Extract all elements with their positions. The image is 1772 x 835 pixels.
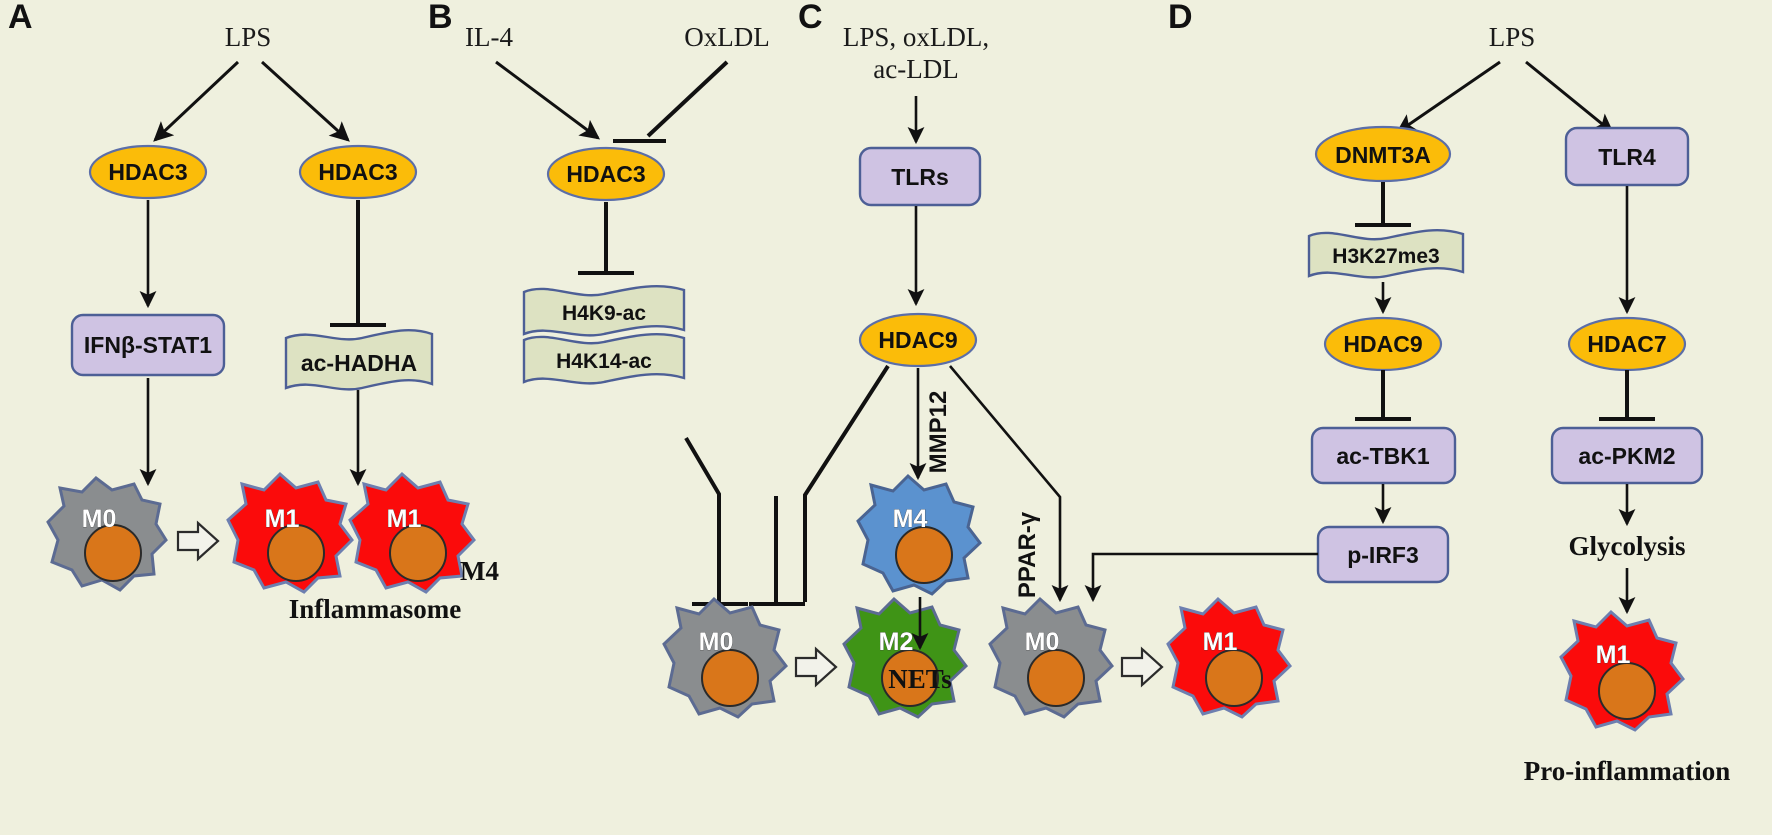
node-d-ac-tbk1-label: ac-TBK1 — [1336, 443, 1430, 469]
label-c-nets: NETs — [888, 664, 952, 694]
cell-c-m0: M0 — [988, 596, 1115, 719]
cell-a-m1-left: M1 — [226, 471, 354, 594]
node-d-ac-tbk1[interactable] — [1310, 426, 1457, 485]
cell-a-m1-right: M1 — [348, 471, 476, 594]
cell-b-m2-label: M2 — [879, 628, 914, 656]
node-a-hdac3-right[interactable] — [298, 144, 418, 200]
panel-letter-c: C — [798, 0, 823, 36]
label-b-oxldl: OxLDL — [684, 22, 769, 52]
node-c-tlrs-label: TLRs — [891, 164, 949, 190]
label-d-pro-inflammation: Pro-inflammation — [1524, 756, 1730, 786]
label-b-m4: M4 — [460, 556, 499, 586]
node-d-dnmt3a[interactable] — [1314, 125, 1452, 183]
node-a-ac-hadha[interactable] — [284, 328, 434, 391]
cell-d-m1: M1 — [1559, 609, 1686, 732]
node-d-hdac9-label: HDAC9 — [1343, 331, 1422, 357]
node-a-ifnb-stat1[interactable] — [70, 313, 226, 377]
edge-b-oxldl-to-hdac3 — [646, 60, 729, 138]
cell-c-m4: M4 — [856, 473, 983, 596]
edge-a-lps-to-hdac3-right — [260, 60, 350, 142]
label-a-lps: LPS — [225, 22, 272, 52]
edge-b-il4-to-hdac3 — [495, 60, 601, 140]
label-c-mmp12: MMP12 — [925, 391, 952, 474]
node-a-hdac3-left[interactable] — [88, 144, 208, 200]
panel-letter-a: A — [8, 0, 33, 36]
edge-c-hdac9-to-m2 — [803, 364, 890, 602]
node-d-ac-pkm2[interactable] — [1550, 426, 1704, 485]
cell-a-m0-label: M0 — [82, 505, 117, 533]
cell-c-m4-label: M4 — [893, 505, 928, 533]
node-b-h4k9-ac[interactable] — [522, 285, 686, 337]
node-a-ifnb-stat1-label: IFNβ-STAT1 — [84, 332, 212, 358]
node-b-h4k9-ac-label: H4K9-ac — [562, 302, 646, 325]
node-a-ac-hadha-label: ac-HADHA — [301, 350, 417, 376]
transition-arrow-c — [1120, 646, 1164, 688]
node-d-dnmt3a-label: DNMT3A — [1335, 142, 1431, 168]
edge-d-pirf3-to-m1 — [1084, 552, 1318, 603]
edge-d-lps-to-tlr4 — [1525, 60, 1614, 134]
label-b-il4: IL-4 — [465, 22, 513, 52]
label-d-glycolysis: Glycolysis — [1568, 531, 1685, 561]
edge-a-lps-to-hdac3-left — [153, 60, 240, 142]
node-c-hdac9-label: HDAC9 — [878, 327, 957, 353]
label-c-ppar-gamma: PPAR-γ — [1014, 511, 1041, 598]
node-d-h3k27me3[interactable] — [1307, 228, 1465, 279]
node-d-tlr4[interactable] — [1564, 126, 1690, 187]
cell-b-m2: M2 — [842, 596, 969, 719]
transition-arrow-a — [176, 520, 220, 562]
node-c-hdac9[interactable] — [858, 312, 978, 368]
node-b-hdac3-label: HDAC3 — [566, 161, 645, 187]
cell-b-m0-label: M0 — [699, 628, 734, 656]
edge-b-histone-to-m0 — [684, 436, 721, 602]
node-b-h4k14-ac-label: H4K14-ac — [556, 350, 652, 373]
cell-c-m1: M1 — [1166, 596, 1293, 719]
node-b-h4k14-ac[interactable] — [522, 333, 686, 385]
transition-arrow-b — [794, 646, 838, 688]
label-a-inflammasome: Inflammasome — [289, 594, 461, 624]
panel-letter-b: B — [428, 0, 453, 36]
label-c-stim-2: ac-LDL — [873, 54, 958, 84]
cell-c-m0-label: M0 — [1025, 628, 1060, 656]
node-d-h3k27me3-label: H3K27me3 — [1332, 245, 1439, 268]
cell-a-m1-right-label: M1 — [387, 505, 422, 533]
label-c-stim-1: LPS, oxLDL, — [843, 22, 989, 52]
cell-c-m1-label: M1 — [1203, 628, 1238, 656]
node-c-tlrs[interactable] — [858, 146, 982, 207]
node-d-tlr4-label: TLR4 — [1598, 144, 1656, 170]
label-d-lps: LPS — [1489, 22, 1536, 52]
node-a-hdac3-right-label: HDAC3 — [318, 159, 397, 185]
cell-a-m0: M0 — [46, 476, 168, 592]
edge-d-lps-to-dnmt3a — [1395, 60, 1501, 134]
node-d-hdac7-label: HDAC7 — [1587, 331, 1666, 357]
node-b-hdac3[interactable] — [546, 146, 666, 202]
edge-c-hdac9-ppar-to-m1 — [949, 365, 1069, 603]
cell-d-m1-label: M1 — [1596, 641, 1631, 669]
panel-letter-d: D — [1168, 0, 1193, 36]
cell-a-m1-left-label: M1 — [265, 505, 300, 533]
node-d-ac-pkm2-label: ac-PKM2 — [1578, 443, 1675, 469]
node-d-p-irf3-label: p-IRF3 — [1347, 542, 1419, 568]
cell-b-m0: M0 — [662, 596, 789, 719]
node-a-hdac3-left-label: HDAC3 — [108, 159, 187, 185]
